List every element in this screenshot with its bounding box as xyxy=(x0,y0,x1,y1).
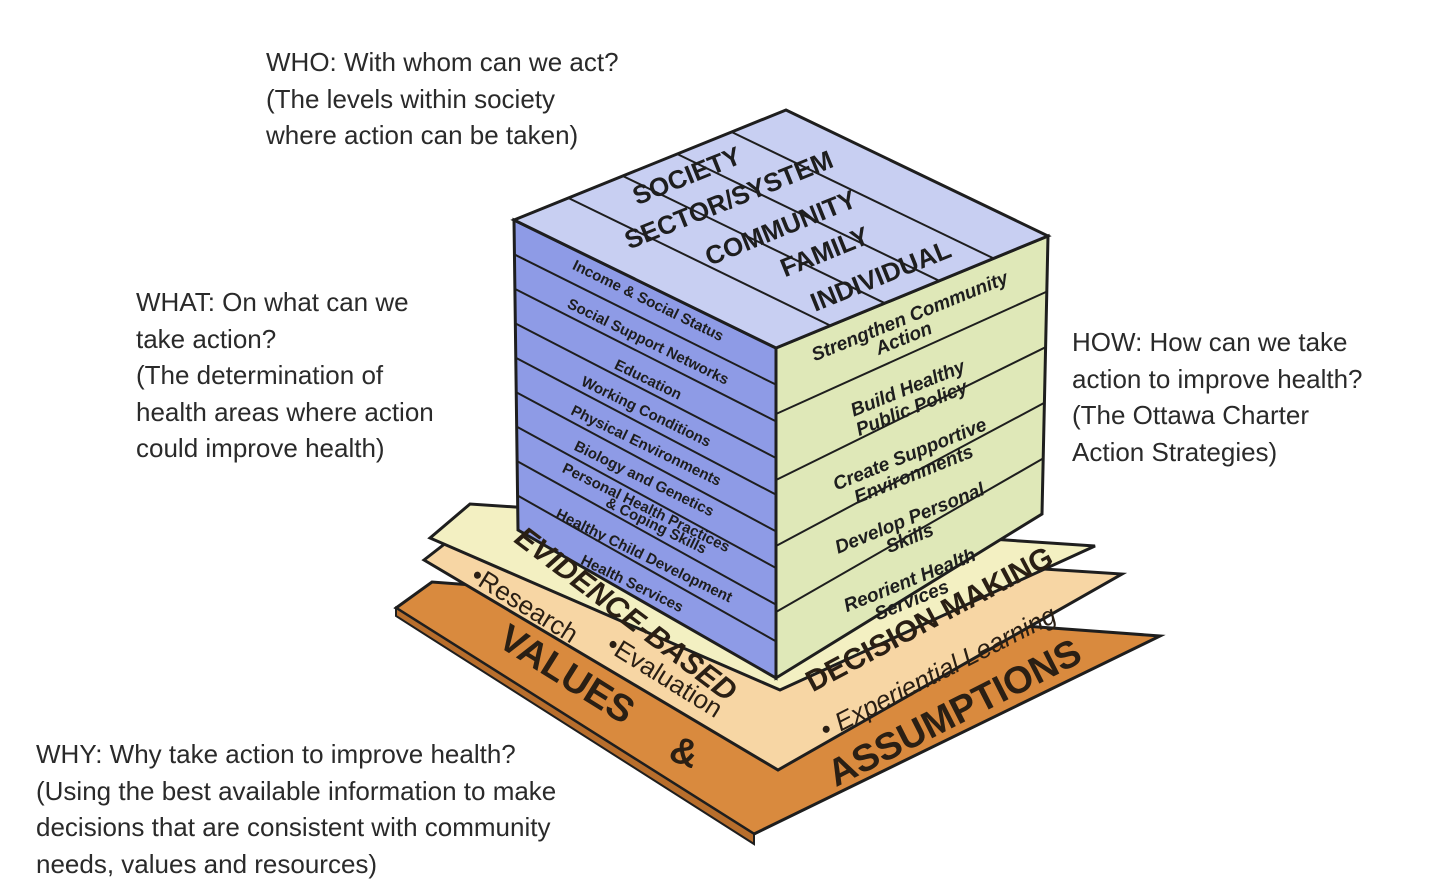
how-caption-line: HOW: How can we take xyxy=(1072,327,1348,357)
who-caption: WHO: With whom can we act? (The levels w… xyxy=(266,44,619,154)
what-caption-line: (The determination of xyxy=(136,360,384,390)
divider-line xyxy=(515,391,777,533)
how-caption: HOW: How can we take action to improve h… xyxy=(1072,324,1363,470)
why-caption-line: needs, values and resources) xyxy=(36,848,378,879)
who-caption-line: WHO: With whom can we act? xyxy=(266,47,619,77)
how-caption-line: action to improve health? xyxy=(1072,363,1363,394)
divider-line xyxy=(515,356,777,496)
divider-line xyxy=(775,290,1048,415)
how-caption-line: (The Ottawa Charter xyxy=(1072,400,1309,430)
right-face-dividers xyxy=(775,290,1048,613)
who-caption-line: where action can be taken) xyxy=(266,120,579,150)
divider-line xyxy=(622,175,886,305)
divider-line xyxy=(517,494,777,643)
divider-line xyxy=(514,287,777,423)
divider-line xyxy=(731,131,995,260)
values-assumptions-layer-edge xyxy=(395,606,755,846)
why-caption-line: (Using the best available information to… xyxy=(36,775,557,806)
divider-line xyxy=(514,322,777,459)
divider-line xyxy=(676,153,940,282)
cube-top-face xyxy=(510,108,1052,350)
who-caption-line: (The levels within society xyxy=(266,83,555,114)
why-caption-line: WHY: Why take action to improve health? xyxy=(36,739,516,769)
what-caption-line: health areas where action xyxy=(136,396,434,427)
what-caption-line: WHAT: On what can we xyxy=(136,287,409,317)
why-caption-line: decisions that are consistent with commu… xyxy=(36,812,551,842)
divider-line xyxy=(516,460,777,606)
what-caption-line: could improve health) xyxy=(136,433,385,463)
divider-line xyxy=(513,253,777,386)
divider-line xyxy=(516,425,777,569)
left-face-dividers xyxy=(513,253,777,643)
divider-line xyxy=(775,401,1045,547)
divider-line xyxy=(775,457,1044,613)
why-caption: WHY: Why take action to improve health? … xyxy=(36,736,556,882)
how-caption-line: Action Strategies) xyxy=(1072,436,1278,467)
what-caption-line: take action? xyxy=(136,323,277,354)
what-caption: WHAT: On what can we take action? (The d… xyxy=(136,284,434,467)
divider-line xyxy=(775,346,1047,481)
divider-line xyxy=(567,197,831,327)
top-face-dividers xyxy=(567,131,995,327)
